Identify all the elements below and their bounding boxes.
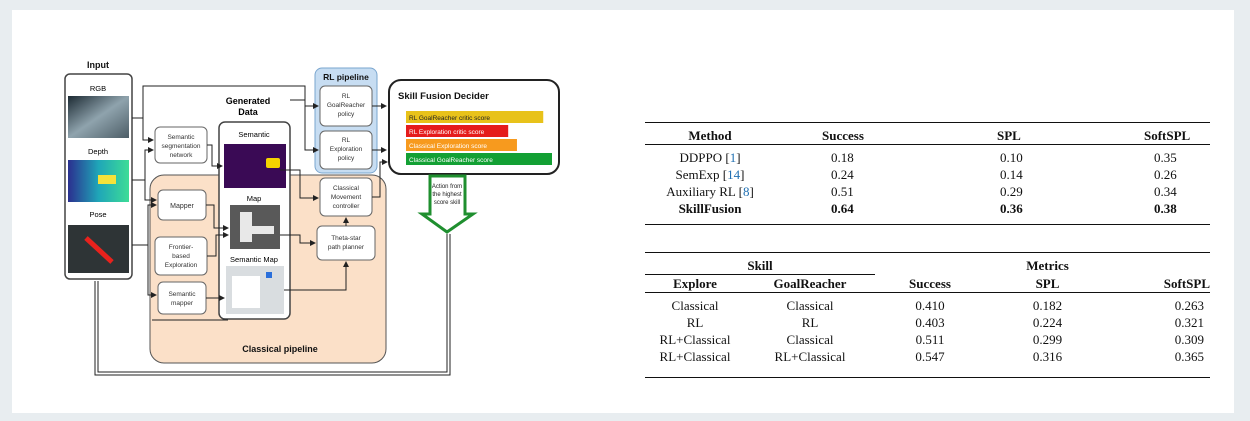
table-row: RL+Classical RL+Classical 0.547 0.316 0.… <box>659 349 1204 364</box>
header-spl: SPL <box>997 128 1021 143</box>
citation-link[interactable]: 1 <box>729 150 737 165</box>
table2-top-rule <box>645 252 1210 253</box>
depth-label: Depth <box>88 147 108 156</box>
table1-bottom-rule <box>645 224 1210 225</box>
semantic-map-label: Semantic Map <box>230 255 278 264</box>
theta-star-box[interactable] <box>316 225 376 261</box>
action-arrow <box>417 174 478 234</box>
skillfusion-diagram: Classical pipeline RL pipeline Input RGB… <box>64 60 560 376</box>
rgb-image <box>68 96 129 138</box>
header-success: Success <box>822 128 864 143</box>
frontier-text-1: Frontier- <box>169 244 194 251</box>
map-corridor-1 <box>240 212 252 242</box>
rgb-label: RGB <box>90 84 106 93</box>
score-bars: RL GoalReacher critic score RL Exploratio… <box>406 111 552 165</box>
table-row: RL+Classical Classical 0.511 0.299 0.309 <box>659 332 1204 347</box>
header-softspl: SoftSPL <box>1144 128 1191 143</box>
cmc-text-3: controller <box>333 203 361 210</box>
group-metrics: Metrics <box>1026 258 1069 274</box>
cmc-text-1: Classical <box>333 185 360 192</box>
rl-goal-text-3: policy <box>338 111 355 118</box>
citation-link[interactable]: 14 <box>727 167 741 182</box>
table-row: SemExp [14] 0.24 0.14 0.26 <box>675 167 1177 182</box>
rl-goal-text-2: GoalReacher <box>327 102 366 109</box>
methods-table: Method Success SPL SoftSPL DDPPO [1] 0.1… <box>645 127 1210 217</box>
header-spl: SPL <box>1035 275 1060 291</box>
citation-link[interactable]: 8 <box>742 184 750 199</box>
skills-header-row: Explore GoalReacher Success SPL SoftSPL <box>645 275 1210 293</box>
decider-title: Skill Fusion Decider <box>398 91 489 102</box>
semantic-map-marker <box>266 272 272 278</box>
score-bar <box>406 111 544 123</box>
mapper-text: Mapper <box>170 203 194 210</box>
connectors <box>132 85 388 321</box>
header-softspl: SoftSPL <box>1163 275 1210 291</box>
action-text-3: score skill <box>434 200 460 206</box>
map-label: Map <box>247 194 262 203</box>
sem-mapper-text-2: mapper <box>171 300 194 307</box>
cmc-text-2: Movement <box>331 194 362 201</box>
generated-title-2: Data <box>238 107 259 117</box>
theta-text-2: path planner <box>328 244 365 251</box>
action-text-2: the highest <box>432 192 462 198</box>
pose-label: Pose <box>89 210 106 219</box>
sem-mapper-text-1: Semantic <box>168 291 196 298</box>
header-method: Method <box>688 128 732 143</box>
table1-top-rule <box>645 122 1210 123</box>
table-row: DDPPO [1] 0.18 0.10 0.35 <box>679 150 1177 165</box>
table-row: Classical Classical 0.410 0.182 0.263 <box>671 298 1204 313</box>
seg-network-text-2: segmentation <box>161 143 200 150</box>
map-corridor-2 <box>252 226 274 234</box>
rl-expl-text-3: policy <box>338 155 355 162</box>
score-bar-label: Classical GoalReacher score <box>409 157 493 164</box>
semantic-label: Semantic <box>238 130 270 139</box>
skills-table: Skill Metrics Explore GoalReacher Succes… <box>645 257 1210 365</box>
feedback-loop <box>94 234 451 376</box>
score-bar <box>406 125 509 137</box>
group-skill: Skill <box>645 257 875 275</box>
header-goalreacher: GoalReacher <box>773 276 847 291</box>
rl-expl-text-2: Exploration <box>330 146 363 153</box>
generated-title-1: Generated <box>226 96 271 106</box>
table-row: SkillFusion 0.64 0.36 0.38 <box>678 201 1177 216</box>
semantic-map-floor <box>232 276 260 308</box>
header-success: Success <box>909 275 951 291</box>
classical-pipeline-title: Classical pipeline <box>242 344 318 354</box>
score-bar-label: RL GoalReacher critic score <box>409 115 490 122</box>
header-explore: Explore <box>673 276 717 291</box>
frontier-text-2: based <box>172 253 190 260</box>
rl-goal-text-1: RL <box>342 93 351 100</box>
seg-network-text-1: Semantic <box>167 134 195 141</box>
frontier-text-3: Exploration <box>165 262 198 269</box>
table-row: Auxiliary RL [8] 0.51 0.29 0.34 <box>666 184 1177 199</box>
action-text-1: Action from <box>432 184 462 190</box>
score-bar-label: RL Exploration critic score <box>409 129 485 136</box>
depth-hotspot <box>98 175 116 184</box>
rl-pipeline-title: RL pipeline <box>323 72 369 82</box>
skills-group-row: Skill Metrics <box>645 257 1210 275</box>
seg-network-text-3: network <box>170 152 194 159</box>
table2-bottom-rule <box>645 377 1210 378</box>
semantic-blob <box>266 158 280 168</box>
input-title: Input <box>87 60 109 70</box>
score-bar <box>406 153 552 165</box>
table-row: RL RL 0.403 0.224 0.321 <box>686 315 1204 330</box>
theta-text-1: Theta-star <box>331 235 361 242</box>
methods-header-row: Method Success SPL SoftSPL <box>645 127 1210 145</box>
score-bar-label: Classical Exploration score <box>409 143 487 150</box>
score-bar <box>406 139 517 151</box>
rl-expl-text-1: RL <box>342 137 351 144</box>
sem-mapper-box[interactable] <box>157 281 207 315</box>
pose-heading-line <box>84 236 114 264</box>
